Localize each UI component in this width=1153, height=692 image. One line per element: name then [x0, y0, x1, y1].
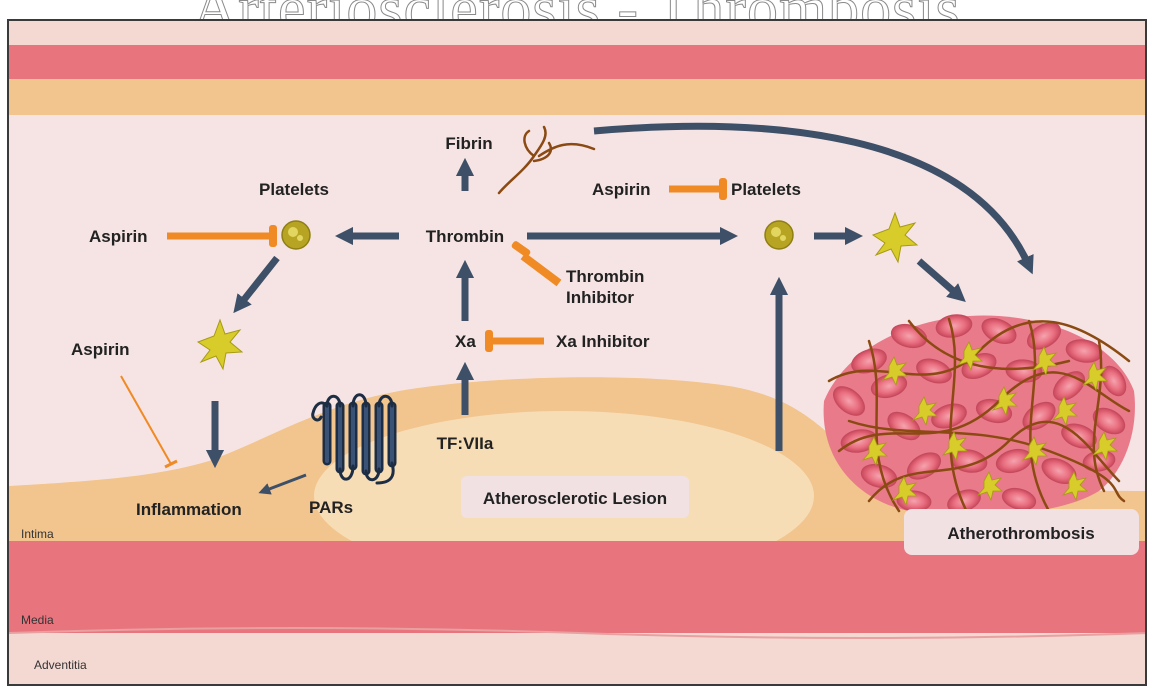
aspirin-right-label: Aspirin	[592, 180, 651, 199]
platelets-right-label: Platelets	[731, 180, 801, 199]
adventitia-layer	[9, 633, 1147, 686]
media-layer	[9, 541, 1147, 636]
media-label: Media	[21, 613, 54, 627]
fibrin-label: Fibrin	[445, 134, 492, 153]
platelet-left-icon	[282, 221, 310, 249]
intima-label: Intima	[21, 527, 54, 541]
lesion-label: Atherosclerotic Lesion	[483, 489, 667, 508]
inflammation-label: Inflammation	[136, 500, 242, 519]
xa-inhibitor-label: Xa Inhibitor	[556, 332, 650, 351]
adventitia-label: Adventitia	[34, 658, 87, 672]
tf-viia-label: TF:VIIa	[437, 434, 494, 453]
pars-label: PARs	[309, 498, 353, 517]
thrombin-inhibitor-label-line2: Inhibitor	[566, 288, 634, 307]
aspirin-left-label: Aspirin	[89, 227, 148, 246]
atherothrombosis-diagram: Intima Media Adventitia Atherosclerotic …	[9, 21, 1147, 686]
thrombin-inhibitor-label-line1: Thrombin	[566, 267, 644, 286]
thrombus-mass	[824, 312, 1135, 516]
xa-label: Xa	[455, 332, 476, 351]
thrombin-label: Thrombin	[426, 227, 504, 246]
platelets-left-label: Platelets	[259, 180, 329, 199]
diagram-frame: Intima Media Adventitia Atherosclerotic …	[7, 19, 1147, 686]
vessel-wall-top	[9, 21, 1147, 117]
atherothrombosis-label: Atherothrombosis	[947, 524, 1094, 543]
aspirin-lower-label: Aspirin	[71, 340, 130, 359]
platelet-right-icon	[765, 221, 793, 249]
